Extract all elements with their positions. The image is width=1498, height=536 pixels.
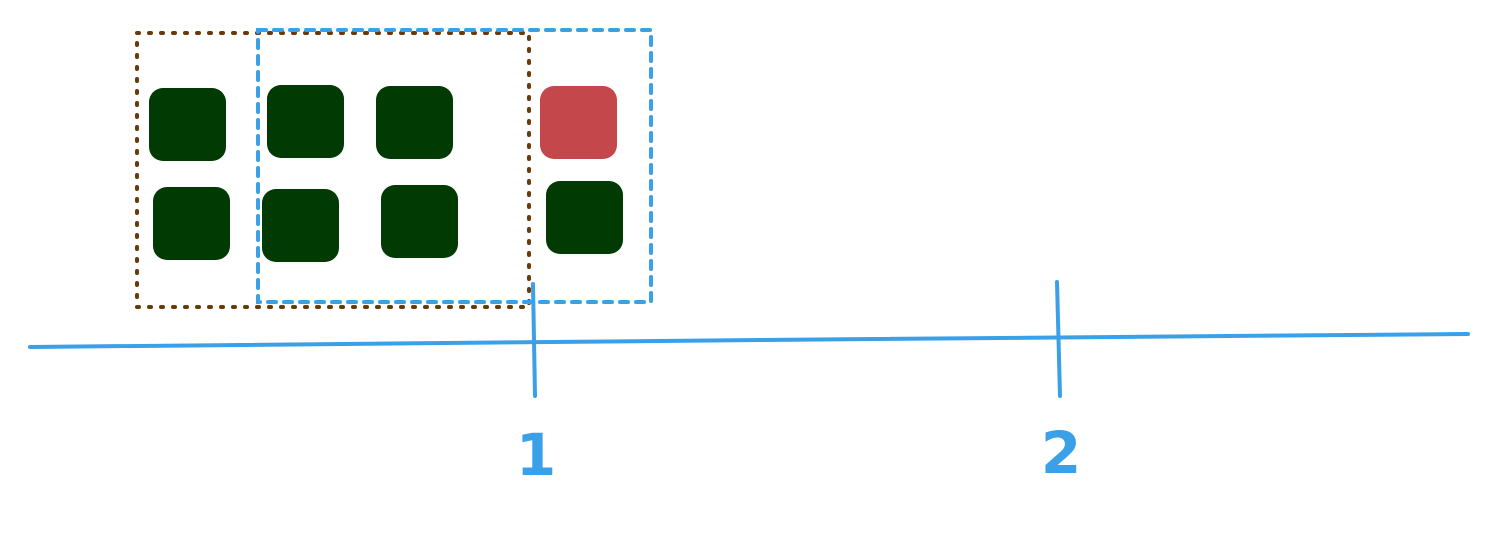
tick-label-2: 2 <box>1041 419 1081 487</box>
tick-label-1: 1 <box>516 421 556 489</box>
current-window-boundary <box>256 28 653 304</box>
item-square <box>262 189 339 262</box>
previous-window-boundary <box>135 31 531 309</box>
item-square <box>149 88 226 161</box>
item-square <box>153 187 230 260</box>
item-square <box>546 181 623 254</box>
items-grid <box>149 85 623 262</box>
highlighted-square <box>540 86 617 159</box>
item-square <box>381 185 458 258</box>
tick-mark-2 <box>1055 280 1062 398</box>
axis-line <box>28 332 1470 349</box>
item-square <box>376 86 453 159</box>
item-square <box>267 85 344 158</box>
tick-mark-1 <box>531 282 537 398</box>
